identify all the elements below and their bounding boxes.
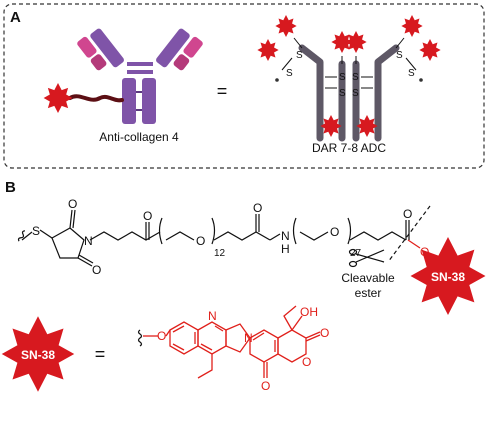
- linker-o-peg2: O: [330, 225, 339, 239]
- payload-star-icon: [43, 83, 73, 113]
- linker-n-amide: N: [281, 229, 290, 243]
- sn38-o-lactam: O: [261, 379, 270, 393]
- sn38-n-ring: N: [208, 309, 217, 323]
- panel-a-frame: [3, 3, 485, 169]
- adc-s-atom: S: [352, 72, 359, 83]
- adc-disulfides: [281, 37, 417, 124]
- linker-o-keto: O: [143, 209, 152, 223]
- linker-o-peg1: O: [196, 234, 205, 248]
- sn38-oh: OH: [300, 305, 318, 319]
- panel-a-label: A: [10, 9, 21, 26]
- equals-sign-a: =: [217, 81, 228, 101]
- cleavable-label-line2: ester: [355, 286, 382, 300]
- antibody-caption: Anti-collagen 4: [99, 130, 179, 144]
- adc-s-atom: S: [286, 68, 293, 79]
- cleavable-label-line1: Cleavable: [341, 271, 395, 285]
- peg-subscript-12: 12: [214, 248, 226, 259]
- payload-star-icon: [419, 38, 441, 62]
- legend-equals: =: [95, 344, 106, 364]
- adc-s-atom: S: [352, 88, 359, 99]
- linker-n-imide: N: [84, 234, 93, 248]
- sn38-badge-text: SN-38: [431, 270, 465, 284]
- sn38-o-lactone-carbonyl: O: [320, 326, 329, 340]
- sn38-structure: [137, 305, 321, 379]
- payload-star-icon: [401, 14, 423, 38]
- legend-sn38-badge-text: SN-38: [21, 348, 55, 362]
- adc-s-atom: S: [296, 50, 303, 61]
- payload-star-icon: [356, 114, 378, 138]
- linker-o-ester-carbonyl: O: [403, 207, 412, 221]
- adc-s-atom: S: [339, 72, 346, 83]
- payload-star-icon: [275, 14, 297, 38]
- panel-b-label: B: [5, 179, 16, 196]
- payload-star-icon: [257, 38, 279, 62]
- adc-s-atom: S: [396, 50, 403, 61]
- payload-star-icon: [345, 30, 367, 54]
- linker-o-top: O: [68, 197, 77, 211]
- linker-structure: [17, 205, 431, 267]
- payload-star-icon: [320, 114, 342, 138]
- sn38-n-lactam: N: [244, 331, 253, 345]
- sn38-o-lactone: O: [302, 355, 311, 369]
- adc-illustration: [298, 44, 400, 142]
- sn38-o-link: O: [157, 329, 166, 343]
- linker-s-atom: S: [32, 224, 40, 238]
- antibody-illustration: [68, 28, 203, 124]
- adc-s-atom: S: [339, 88, 346, 99]
- adc-caption: DAR 7-8 ADC: [312, 141, 386, 155]
- linker-o-amide: O: [253, 201, 262, 215]
- adc-s-atom: S: [408, 68, 415, 79]
- linker-h-amide: H: [281, 242, 290, 256]
- linker-o-bottom: O: [92, 263, 101, 277]
- scissors-icon: [348, 248, 385, 268]
